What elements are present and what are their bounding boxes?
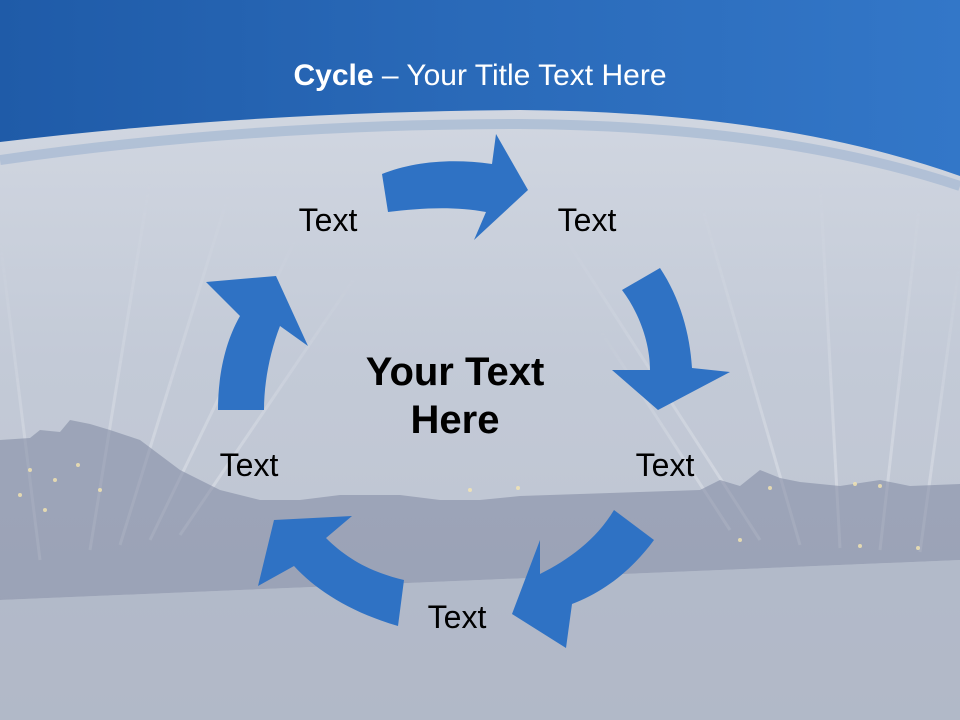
center-text-line2: Here (410, 398, 500, 442)
cycle-label-left: Text (219, 447, 279, 483)
cycle-arrows (206, 134, 730, 648)
cycle-arrow-left (206, 276, 308, 410)
cycle-arrow-bottom-left (258, 516, 404, 626)
center-text-line1: Your Text (365, 350, 545, 394)
center-text: Your Text Here (366, 348, 545, 444)
slide-title-bold: Cycle (293, 59, 374, 92)
cycle-label-top-right: Text (557, 202, 617, 238)
header-band (0, 0, 960, 176)
cycle-arrow-bottom-right (512, 510, 654, 648)
water (0, 560, 960, 720)
cycle-label-bottom: Text (427, 599, 487, 635)
city-silhouette (0, 420, 960, 600)
slide-title: Cycle – Your Title Text Here (0, 58, 960, 94)
cycle-label-right: Text (635, 447, 695, 483)
city-lights (18, 463, 920, 550)
header-accent-curve (0, 118, 960, 191)
slide-title-rest: – Your Title Text Here (373, 59, 667, 92)
cycle-arrow-top (382, 134, 528, 240)
cycle-arrow-right (612, 268, 730, 410)
cycle-label-top-left: Text (298, 202, 358, 238)
